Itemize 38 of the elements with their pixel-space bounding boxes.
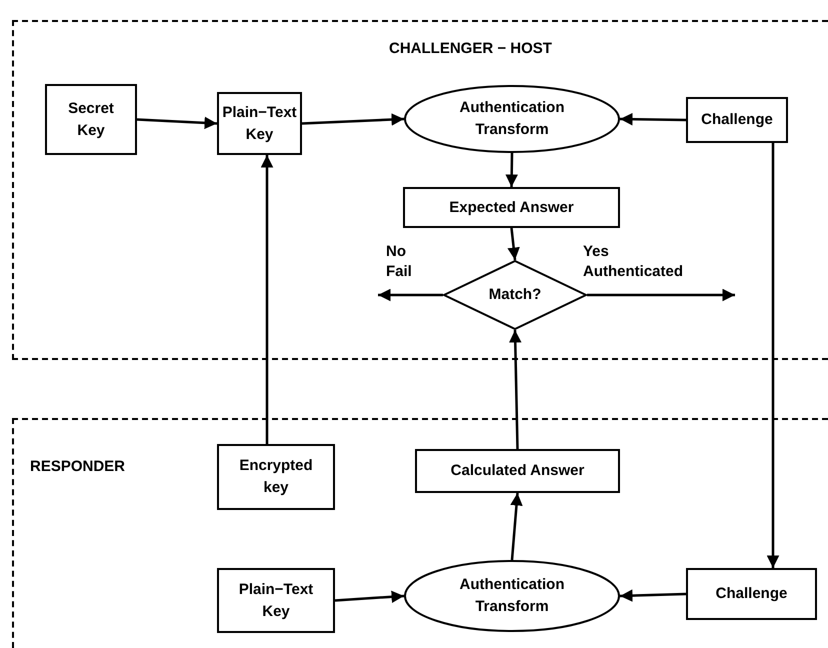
arrow — [510, 492, 523, 560]
process-ellipse — [404, 85, 620, 153]
arrow — [136, 116, 218, 130]
node-label: Encrypted key — [238, 456, 314, 498]
arrow — [620, 589, 686, 602]
arrow — [620, 112, 686, 126]
arrow — [302, 113, 404, 126]
arrow — [260, 155, 274, 444]
arrow — [509, 330, 522, 450]
arrow — [505, 152, 518, 188]
region-heading: RESPONDER — [30, 457, 126, 477]
process-ellipse — [404, 560, 620, 632]
arrow — [766, 143, 780, 568]
node-label: Calculated Answer — [450, 461, 584, 482]
arrow — [587, 288, 735, 302]
process-box — [403, 187, 620, 228]
node-label: Plain−Text Key — [238, 580, 314, 622]
process-box — [217, 568, 335, 633]
node-label: Challenge — [716, 584, 788, 604]
arrow — [378, 288, 443, 302]
process-box — [217, 92, 302, 155]
node-label: Secret Key — [67, 98, 115, 140]
process-box — [686, 568, 817, 620]
node-label: Authentication Transform — [458, 98, 566, 140]
arrow — [334, 590, 404, 604]
node-label: Challenge — [701, 110, 773, 130]
node-label: Authentication Transform — [458, 575, 566, 617]
arrow — [507, 228, 520, 260]
dashed-region — [12, 418, 828, 648]
dashed-region — [12, 20, 828, 360]
process-box — [686, 97, 788, 143]
process-box — [45, 84, 137, 155]
node-label: Expected Answer — [449, 198, 574, 218]
node-label: Plain−Text Key — [221, 102, 298, 144]
region-heading: CHALLENGER − HOST — [389, 39, 552, 59]
process-box — [217, 444, 335, 510]
process-box — [415, 449, 620, 493]
node-label: Match? — [488, 285, 542, 306]
